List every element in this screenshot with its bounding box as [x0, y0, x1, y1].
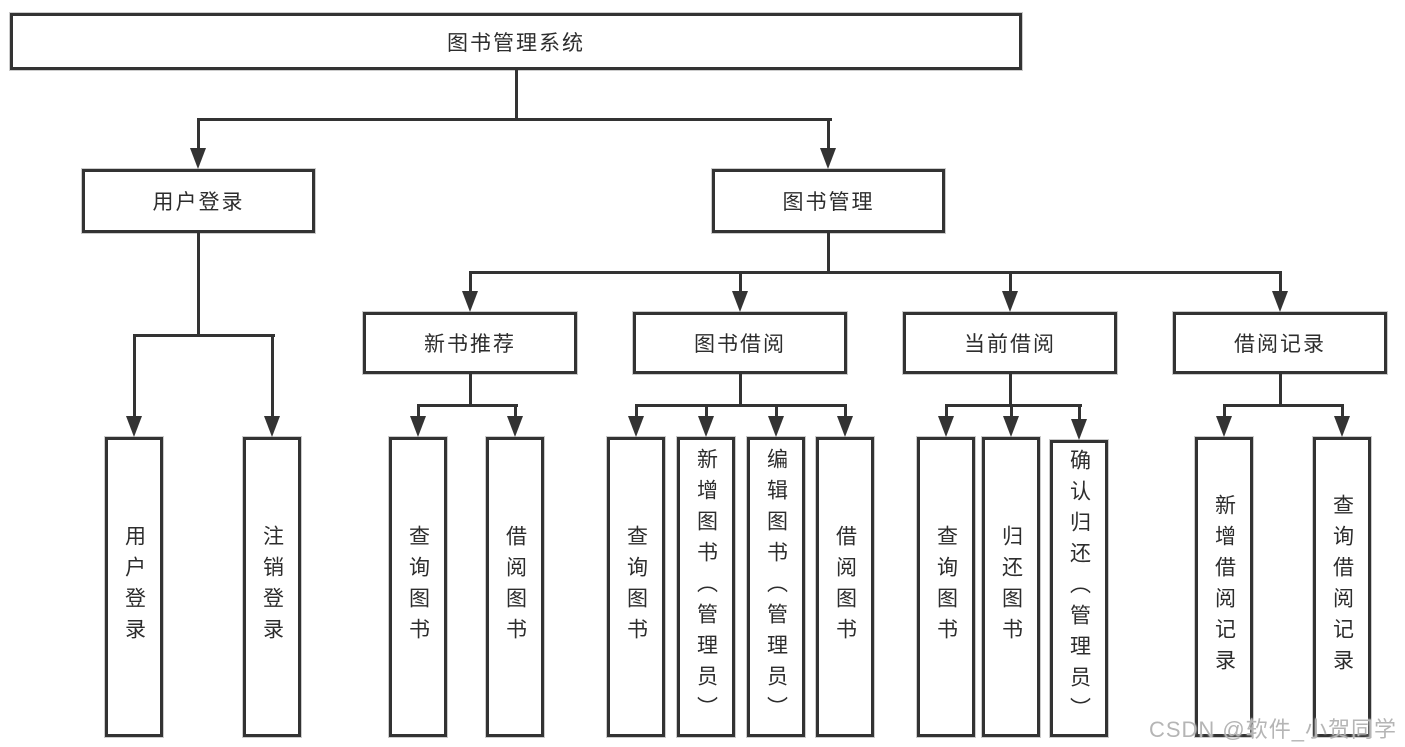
node-user-login-branch: 用户登录: [82, 169, 315, 233]
arrowhead-icon: [938, 416, 954, 437]
connector-to-current-borrow: [1009, 271, 1012, 293]
node-current-borrowing: 当前借阅: [903, 312, 1117, 374]
leaf-rec-borrow-book-label: 借阅图书: [503, 525, 527, 649]
arrowhead-icon: [820, 148, 836, 169]
connector-borrow-record-stem: [1279, 374, 1282, 406]
connector-to-record-query: [1341, 404, 1344, 419]
arrowhead-icon: [628, 416, 644, 437]
connector-to-current-query: [945, 404, 948, 419]
node-borrowing-records-label: 借阅记录: [1234, 333, 1326, 356]
arrowhead-icon: [507, 416, 523, 437]
connector-to-leaf-logout: [271, 334, 274, 419]
arrowhead-icon: [1216, 416, 1232, 437]
arrowhead-icon: [1003, 416, 1019, 437]
connector-root-to-user-login: [197, 118, 200, 152]
leaf-borrow-borrow-book-label: 借阅图书: [833, 525, 857, 649]
connector-to-borrow-query: [635, 404, 638, 419]
csdn-watermark: CSDN @软件_小贺同学: [1148, 717, 1397, 742]
node-book-borrowing: 图书借阅: [633, 312, 847, 374]
leaf-query-borrow-record-label: 查询借阅记录: [1330, 494, 1354, 680]
leaf-logout: 注销登录: [243, 437, 301, 737]
leaf-borrow-edit-book-admin-label: 编辑图书（管理员）: [764, 447, 788, 727]
arrowhead-icon: [768, 416, 784, 437]
node-borrowing-records: 借阅记录: [1173, 312, 1387, 374]
arrowhead-icon: [462, 291, 478, 312]
connector-to-leaf-user-login: [133, 334, 136, 419]
node-book-management-branch-label: 图书管理: [782, 191, 875, 214]
leaf-rec-borrow-book: 借阅图书: [486, 437, 544, 737]
connector-user-login-hbar: [133, 334, 275, 337]
arrowhead-icon: [410, 416, 426, 437]
connector-book-mgmt-stem: [827, 233, 830, 274]
node-root: 图书管理系统: [10, 13, 1022, 70]
connector-to-borrow-borrow: [844, 404, 847, 419]
connector-book-borrow-hbar: [635, 404, 847, 407]
connector-to-borrow-record: [1279, 271, 1282, 293]
node-root-label: 图书管理系统: [447, 31, 585, 55]
leaf-current-return-book-label: 归还图书: [999, 525, 1023, 649]
node-book-borrowing-label: 图书借阅: [694, 333, 786, 356]
connector-root-stem: [515, 70, 518, 119]
connector-to-borrow-add: [705, 404, 708, 419]
connector-to-rec-borrow: [514, 404, 517, 419]
connector-borrow-record-hbar: [1223, 404, 1344, 407]
node-user-login-branch-label: 用户登录: [152, 191, 245, 214]
connector-book-borrow-stem: [739, 374, 742, 406]
arrowhead-icon: [1071, 419, 1087, 440]
connector-root-hbar: [197, 118, 832, 121]
connector-user-login-stem: [197, 233, 200, 337]
leaf-query-borrow-record: 查询借阅记录: [1313, 437, 1371, 737]
connector-to-new-book-rec: [469, 271, 472, 293]
connector-book-mgmt-hbar: [469, 271, 1282, 274]
connector-to-borrow-edit: [775, 404, 778, 419]
arrowhead-icon: [837, 416, 853, 437]
leaf-confirm-return-admin: 确认归还（管理员）: [1050, 440, 1108, 737]
arrowhead-icon: [1334, 416, 1350, 437]
leaf-current-query-book-label: 查询图书: [934, 525, 958, 649]
leaf-borrow-add-book-admin-label: 新增图书（管理员）: [694, 447, 718, 727]
arrowhead-icon: [126, 416, 142, 437]
leaf-rec-query-book: 查询图书: [389, 437, 447, 737]
connector-current-borrow-hbar: [945, 404, 1082, 407]
arrowhead-icon: [1002, 291, 1018, 312]
arrowhead-icon: [264, 416, 280, 437]
leaf-borrow-query-book: 查询图书: [607, 437, 665, 737]
leaf-add-borrow-record: 新增借阅记录: [1195, 437, 1253, 737]
connector-to-rec-query: [417, 404, 420, 419]
connector-to-confirm-return: [1078, 404, 1081, 422]
leaf-confirm-return-admin-label: 确认归还（管理员）: [1067, 449, 1091, 728]
leaf-borrow-edit-book-admin: 编辑图书（管理员）: [747, 437, 805, 737]
connector-new-book-rec-hbar: [417, 404, 518, 407]
leaf-borrow-add-book-admin: 新增图书（管理员）: [677, 437, 735, 737]
leaf-borrow-query-book-label: 查询图书: [624, 525, 648, 649]
leaf-add-borrow-record-label: 新增借阅记录: [1212, 494, 1236, 680]
leaf-user-login: 用户登录: [105, 437, 163, 737]
leaf-borrow-borrow-book: 借阅图书: [816, 437, 874, 737]
connector-root-to-book-mgmt: [827, 118, 830, 152]
arrowhead-icon: [1272, 291, 1288, 312]
connector-to-record-add: [1223, 404, 1226, 419]
leaf-current-query-book: 查询图书: [917, 437, 975, 737]
leaf-user-login-label: 用户登录: [122, 525, 146, 649]
arrowhead-icon: [190, 148, 206, 169]
leaf-logout-label: 注销登录: [260, 525, 284, 649]
connector-to-current-return: [1010, 404, 1013, 419]
leaf-rec-query-book-label: 查询图书: [406, 525, 430, 649]
arrowhead-icon: [698, 416, 714, 437]
connector-to-book-borrow: [739, 271, 742, 293]
arrowhead-icon: [732, 291, 748, 312]
connector-current-borrow-stem: [1009, 374, 1012, 406]
node-book-management-branch: 图书管理: [712, 169, 945, 233]
connector-new-book-rec-stem: [469, 374, 472, 406]
node-new-book-recommendation: 新书推荐: [363, 312, 577, 374]
node-current-borrowing-label: 当前借阅: [964, 333, 1056, 356]
leaf-current-return-book: 归还图书: [982, 437, 1040, 737]
node-new-book-recommendation-label: 新书推荐: [424, 333, 516, 356]
